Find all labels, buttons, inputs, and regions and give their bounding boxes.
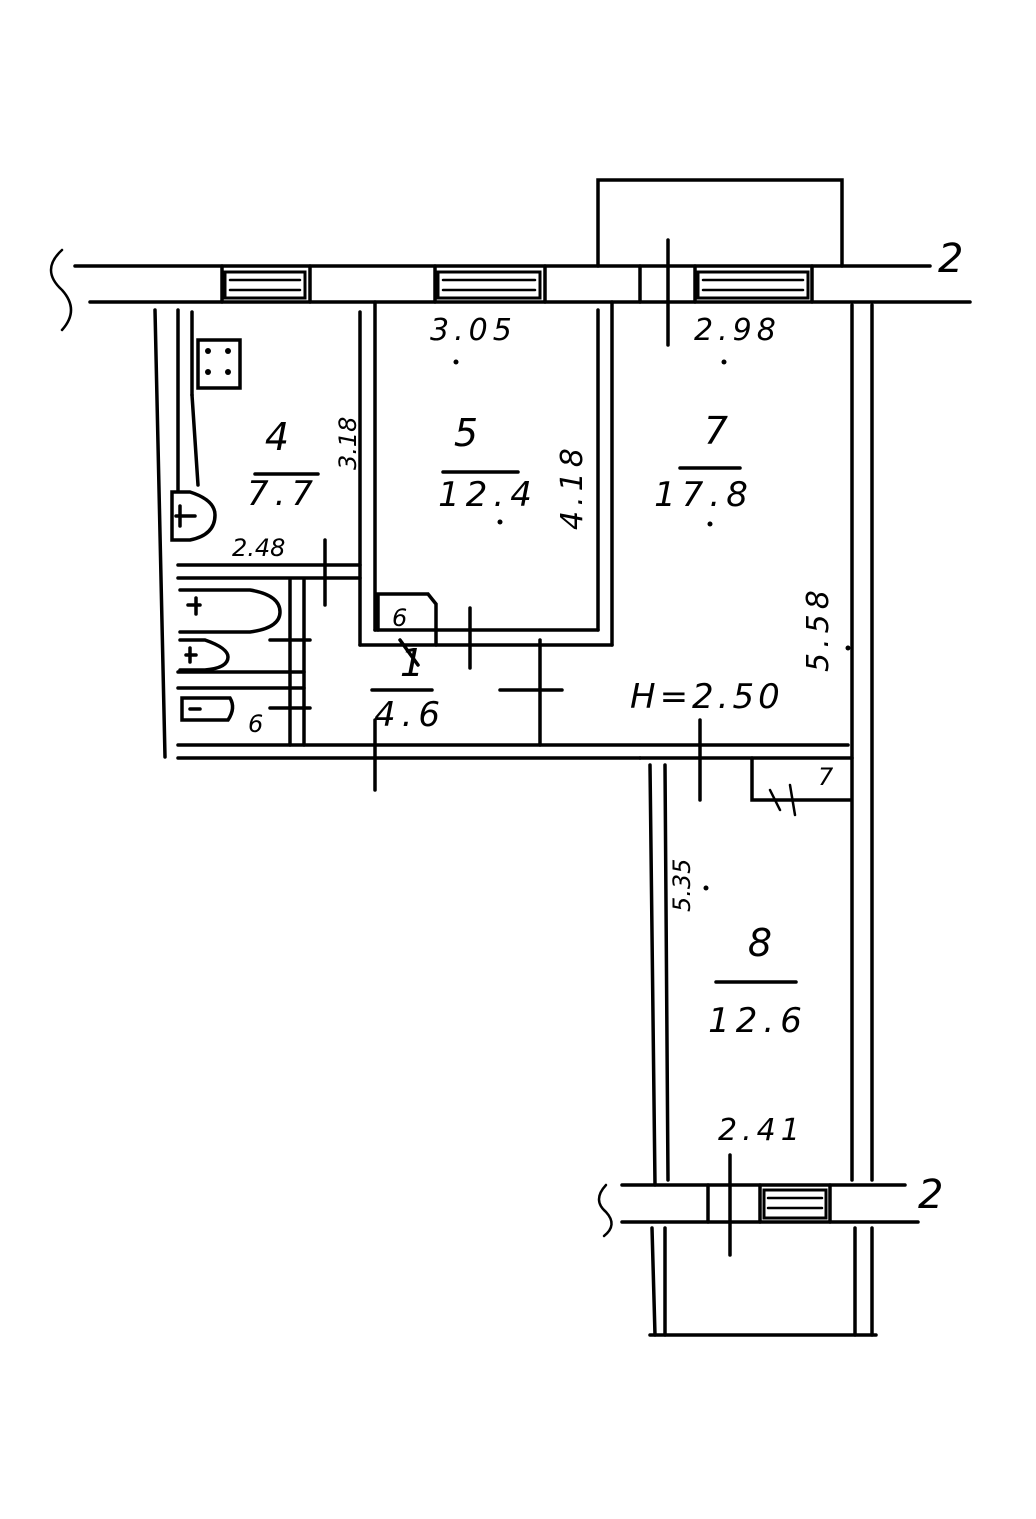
window-room7 xyxy=(696,270,810,300)
closet-near-room5: 6 xyxy=(376,592,438,647)
room-label-4: 4 7.7 xyxy=(247,415,320,514)
svg-text:17.8: 17.8 xyxy=(654,475,754,515)
dim-room8-depth: 5.35 xyxy=(668,859,696,912)
window-room5 xyxy=(436,270,542,300)
axis-mark-bottom: 2 xyxy=(918,1172,943,1218)
bathroom-block: 6 xyxy=(176,578,312,747)
svg-text:7.7: 7.7 xyxy=(247,474,319,514)
dimension-dots xyxy=(453,359,851,891)
room8-walls xyxy=(638,756,854,1187)
svg-text:12.4: 12.4 xyxy=(438,475,538,515)
room5-walls xyxy=(358,300,614,670)
closet-near-room8-label: 7 xyxy=(818,763,834,791)
dim-room5-width: 3.05 xyxy=(430,313,517,348)
closet-near-room5-label: 6 xyxy=(392,604,407,632)
window-kitchen xyxy=(223,270,307,300)
svg-text:8: 8 xyxy=(748,921,772,965)
closet-bath-label: 6 xyxy=(248,710,263,738)
dim-room4-depth: 3.18 xyxy=(334,417,362,470)
room-label-1: 1 4.6 xyxy=(370,641,446,735)
svg-text:12.6: 12.6 xyxy=(708,1001,808,1041)
closet-near-room8: 7 xyxy=(750,756,852,817)
svg-text:1: 1 xyxy=(400,641,424,685)
svg-text:4.6: 4.6 xyxy=(374,695,446,735)
top-balcony xyxy=(596,178,844,347)
bottom-balcony xyxy=(648,1226,878,1337)
svg-text:7: 7 xyxy=(704,409,728,453)
corridor-door-marks xyxy=(373,638,702,802)
axis-mark-top: 2 xyxy=(938,236,963,282)
outer-walls xyxy=(153,303,874,1182)
dim-room8-width: 2.41 xyxy=(718,1113,805,1148)
dim-room7-width: 2.98 xyxy=(694,313,781,348)
room-label-5: 5 12.4 xyxy=(438,411,538,515)
bottom-facade-wall xyxy=(597,1153,920,1257)
dim-room7-depth: 5.58 xyxy=(801,585,836,672)
dim-room5-depth: 4.18 xyxy=(555,443,590,530)
svg-text:4: 4 xyxy=(265,415,289,459)
svg-text:5: 5 xyxy=(454,411,478,455)
ceiling-height: H=2.50 xyxy=(630,677,784,717)
window-room8 xyxy=(762,1188,828,1220)
room-label-8: 8 12.6 xyxy=(708,921,808,1041)
top-facade-wall xyxy=(49,248,972,332)
dim-room4-width: 2.48 xyxy=(232,534,285,562)
kitchen-fixtures xyxy=(170,310,242,542)
room-label-7: 7 17.8 xyxy=(654,409,754,515)
